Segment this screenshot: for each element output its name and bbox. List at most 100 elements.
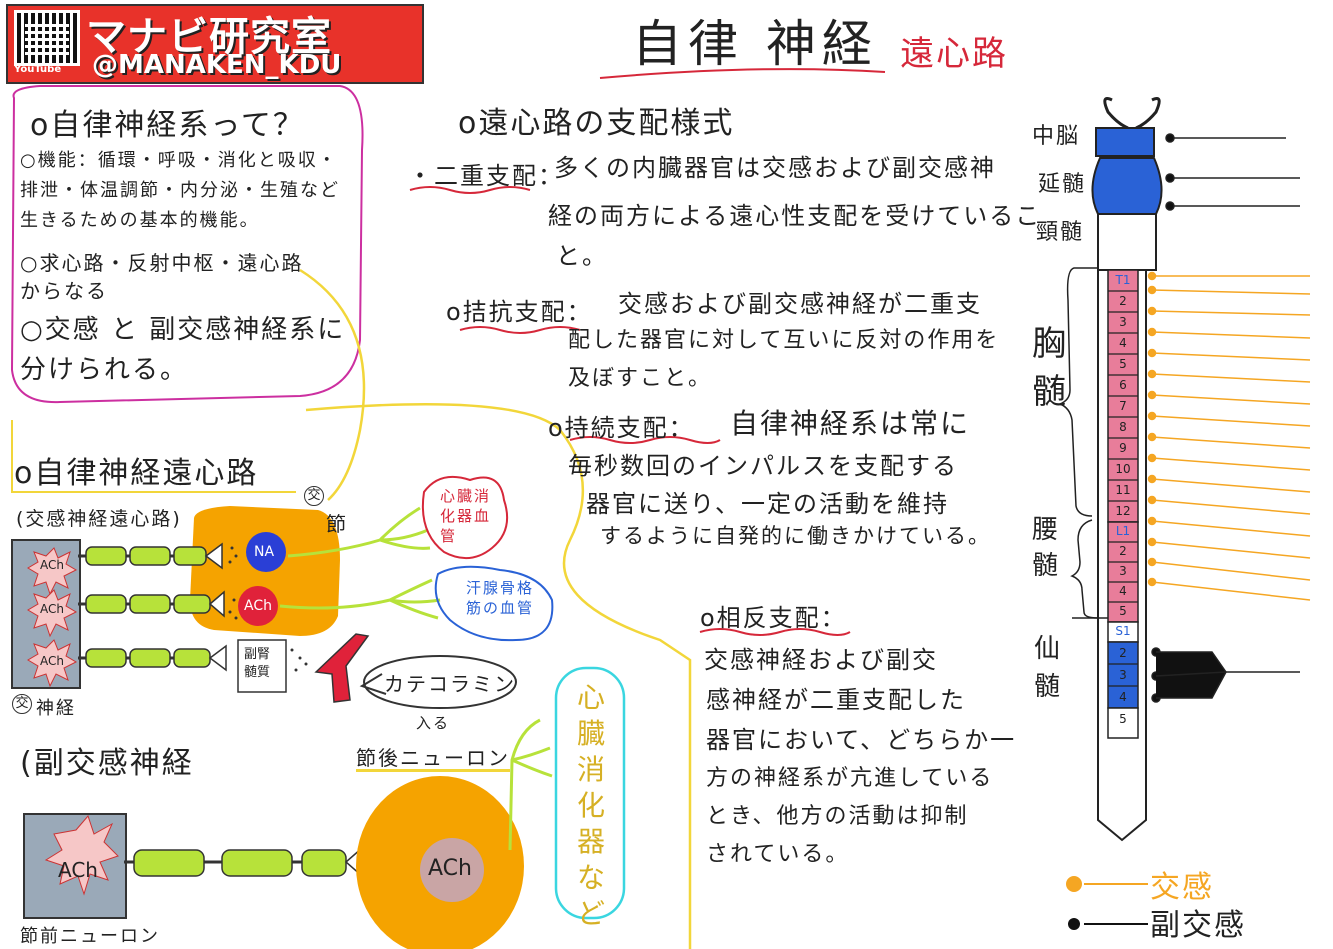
thoracic-segment: 5: [1119, 357, 1127, 371]
na-label: NA: [254, 544, 275, 560]
ganglion-mark: 交: [304, 486, 324, 506]
qr-code-icon: [14, 10, 80, 66]
sacral-label: 仙髄: [1034, 634, 1063, 702]
thoracic-segment: 8: [1119, 420, 1127, 434]
channel-name: マナビ研究室: [86, 14, 332, 60]
parasympathetic-paren: (副交感神経: [20, 746, 194, 781]
lumbar-label: 腰髄: [1032, 515, 1061, 581]
myelin-sheaths: [85, 546, 211, 668]
reciprocal-line-1: 交感神経および副交: [704, 646, 938, 674]
para-ach-neuron: [420, 838, 484, 902]
medulla-block: [1091, 157, 1163, 215]
legend-parasympathetic: 副交感: [1150, 908, 1246, 943]
intro-division-1: ○交感 と 副交感神経系に: [20, 315, 346, 345]
efferent-heading: o自律神経遠心路: [14, 456, 259, 491]
thoracic-segment: 10: [1115, 462, 1131, 476]
page-title: 自律 神経: [632, 15, 878, 73]
sacral-segment: 2: [1119, 646, 1127, 660]
thoracic-segment: 9: [1119, 441, 1127, 455]
antagonistic-line-3: 及ぼすこと。: [568, 366, 713, 391]
midbrain-label: 中脳: [1032, 124, 1081, 149]
target-bubble-blue: [434, 565, 554, 642]
ach-neuron: [238, 586, 278, 626]
dual-line-2: 経の両方による遠心性支配を受けているこ: [548, 202, 1042, 230]
lumbar-segment: 3: [1119, 564, 1127, 578]
ach-label-3: ACh: [40, 654, 64, 668]
thoracic-segment: 12: [1115, 504, 1131, 518]
lumbar-segments: [1107, 521, 1139, 623]
reciprocal-line-2: 感神経が二重支配した: [706, 686, 966, 714]
cord-outline: [1097, 270, 1147, 842]
sacral-segment: 3: [1119, 668, 1127, 682]
title-underline: [599, 68, 886, 79]
tonic-line-2: 毎秒数回のインパルスを支配する: [568, 452, 958, 480]
dual-line-3: と。: [556, 242, 608, 270]
ach-label-2: ACh: [40, 602, 64, 616]
thoracic-segment: 3: [1119, 315, 1127, 329]
dual-label: ・二重支配：: [408, 162, 564, 190]
thoracic-segment: 7: [1119, 399, 1127, 413]
adrenal-box: [237, 639, 287, 693]
thoracic-segment: 2: [1119, 294, 1127, 308]
connector-line: [299, 268, 366, 501]
postganglionic-fibers: [279, 506, 441, 620]
ach-label-1: ACh: [40, 558, 64, 572]
catecholamine-label: カテコラミン: [384, 672, 516, 696]
sympathetic-paren: (交感神経遠心路): [16, 508, 182, 530]
page-subtitle: 遠心路: [900, 34, 1008, 74]
medulla-label: 延髄: [1038, 172, 1087, 197]
intro-composition-1: ○求心路・反射中枢・遠心路: [20, 251, 304, 275]
target-bubble-red: [421, 476, 508, 559]
reciprocal-line-5: とき、他方の活動は抑制: [706, 804, 969, 829]
thoracic-label: 胸髄: [1032, 324, 1068, 412]
brainstem-outputs: [1165, 133, 1300, 211]
control-heading: o遠心路の支配様式: [458, 106, 735, 141]
sacral-outputs: [1151, 647, 1300, 703]
para-target-bubble: [554, 666, 626, 920]
lumbar-segment: 5: [1119, 604, 1127, 618]
reciprocal-line-4: 方の神経系が亢進している: [706, 766, 994, 791]
postganglionic-label: 節後ニューロン: [356, 746, 510, 770]
intro-division-2: 分けられる。: [20, 355, 189, 385]
lumbar-segment: 2: [1119, 544, 1127, 558]
ach-neuron-label: ACh: [244, 598, 272, 614]
sympathetic-mark: 交: [12, 694, 32, 714]
catecholamine-bubble: [363, 655, 517, 709]
antagonistic-label: o拮抗支配：: [446, 298, 593, 326]
targets-blue-label: 汗腺骨格筋の血管: [466, 579, 535, 617]
catecholamine-arrow: [314, 633, 370, 703]
sympathetic-outputs: [1147, 271, 1311, 601]
reciprocal-line-6: されている。: [706, 842, 850, 867]
thoracic-segment: 6: [1119, 378, 1127, 392]
midbrain-block: [1095, 127, 1155, 157]
thoracic-segment: 11: [1115, 483, 1131, 497]
adrenal-label: 副腎髄質: [244, 647, 271, 680]
channel-handle: @MANAKEN_KDU: [92, 50, 342, 80]
para-targets-label: 心臓消化器など: [576, 681, 607, 930]
ach-bursts: [27, 547, 78, 688]
preganglionic-label: 節前ニューロン: [20, 926, 160, 947]
thoracic-segment: T1: [1115, 273, 1131, 287]
reciprocal-label: o相反支配：: [700, 604, 847, 632]
connector-line: [305, 403, 692, 949]
sacral-segment: 4: [1119, 690, 1127, 704]
reciprocal-line-3: 器官において、どちらか一: [706, 726, 1017, 754]
para-ach-burst: [44, 815, 119, 896]
legend-sympathetic: 交感: [1150, 870, 1214, 905]
para-myelin: [133, 849, 347, 877]
lumbar-segment: L1: [1115, 524, 1131, 538]
antagonistic-line-1: 交感および副交感神経が二重支: [618, 290, 982, 318]
enter-label: 入る: [416, 714, 451, 732]
intro-heading: o自律神経系って？: [30, 108, 305, 143]
intro-bubble: [10, 85, 364, 404]
lumbar-segment: 4: [1119, 584, 1127, 598]
cervical-label: 頸髄: [1036, 220, 1085, 245]
segment-dividers: [1108, 290, 1138, 687]
axon-terminals: [204, 542, 227, 672]
na-neuron: [246, 532, 286, 572]
intro-line-1: ○機能：循環・呼吸・消化と吸収・: [20, 150, 338, 171]
cervical-block: [1097, 213, 1157, 271]
tonic-label: o持続支配：: [548, 414, 695, 442]
thoracic-segment: 4: [1119, 336, 1127, 350]
